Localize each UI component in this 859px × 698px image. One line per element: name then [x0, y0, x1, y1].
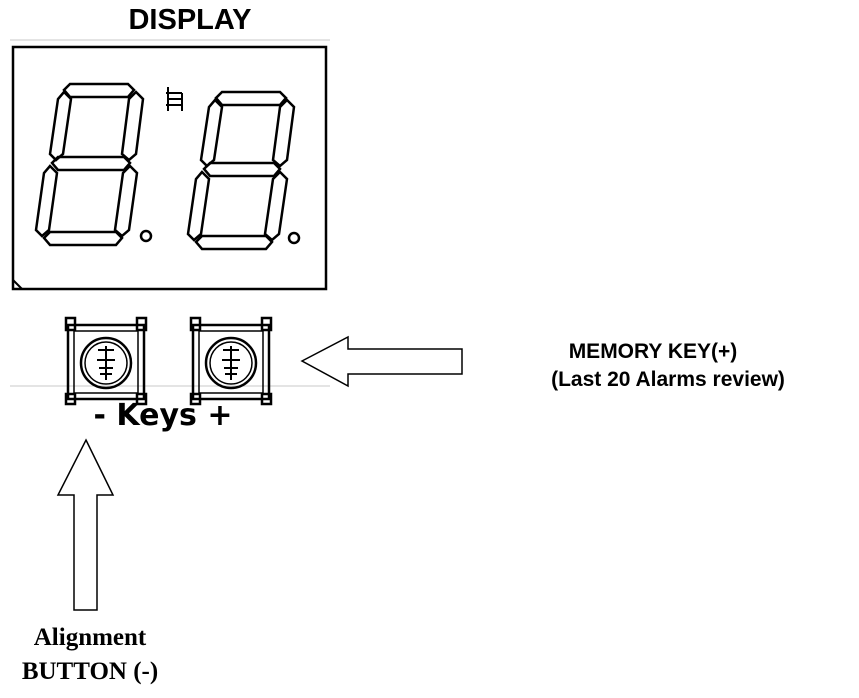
- minus-key-body: [66, 323, 146, 401]
- plus-key-inner: [198, 330, 264, 394]
- minus-key-pin: [135, 316, 148, 332]
- plus-key-cap-ring: [209, 341, 253, 385]
- arrow-left-icon: [300, 335, 463, 388]
- plus-key-button[interactable]: [189, 316, 273, 406]
- memory-key-label: MEMORY KEY(+): [568, 340, 738, 363]
- plus-key-symbol-icon: [222, 346, 240, 380]
- plus-key-body: [191, 323, 271, 401]
- plus-key-pin: [189, 316, 202, 332]
- minus-key-pin: [64, 316, 77, 332]
- arrow-up-icon: [56, 438, 115, 611]
- plus-key-pin: [260, 316, 273, 332]
- memory-key-description: (Last 20 Alarms review): [551, 368, 785, 391]
- alignment-button-label: BUTTON (-): [21, 658, 159, 685]
- plus-key-cap: [204, 336, 258, 390]
- keys-label: - Keys +: [93, 398, 233, 433]
- minus-key-pin: [135, 392, 148, 406]
- minus-key-cap: [79, 336, 133, 390]
- display-corner-mark: [12, 279, 23, 290]
- minus-key-cap-ring: [84, 341, 128, 385]
- minus-key-symbol-icon: [97, 346, 115, 380]
- plus-key-pin: [260, 392, 273, 406]
- right-digit-icon: [186, 90, 296, 251]
- left-decimal-point-icon: [139, 229, 153, 243]
- minus-key-pin: [64, 392, 77, 406]
- right-decimal-point-icon: [287, 231, 301, 245]
- alignment-label: Alignment: [33, 624, 147, 651]
- display-frame: [11, 45, 328, 291]
- display-panel: [11, 45, 328, 291]
- minus-key-inner: [73, 330, 139, 394]
- plus-key-pin: [189, 392, 202, 406]
- indicator-segment-icon: [166, 87, 183, 111]
- left-digit-icon: [34, 82, 145, 247]
- display-title: DISPLAY: [128, 4, 252, 36]
- minus-key-button[interactable]: [64, 316, 148, 406]
